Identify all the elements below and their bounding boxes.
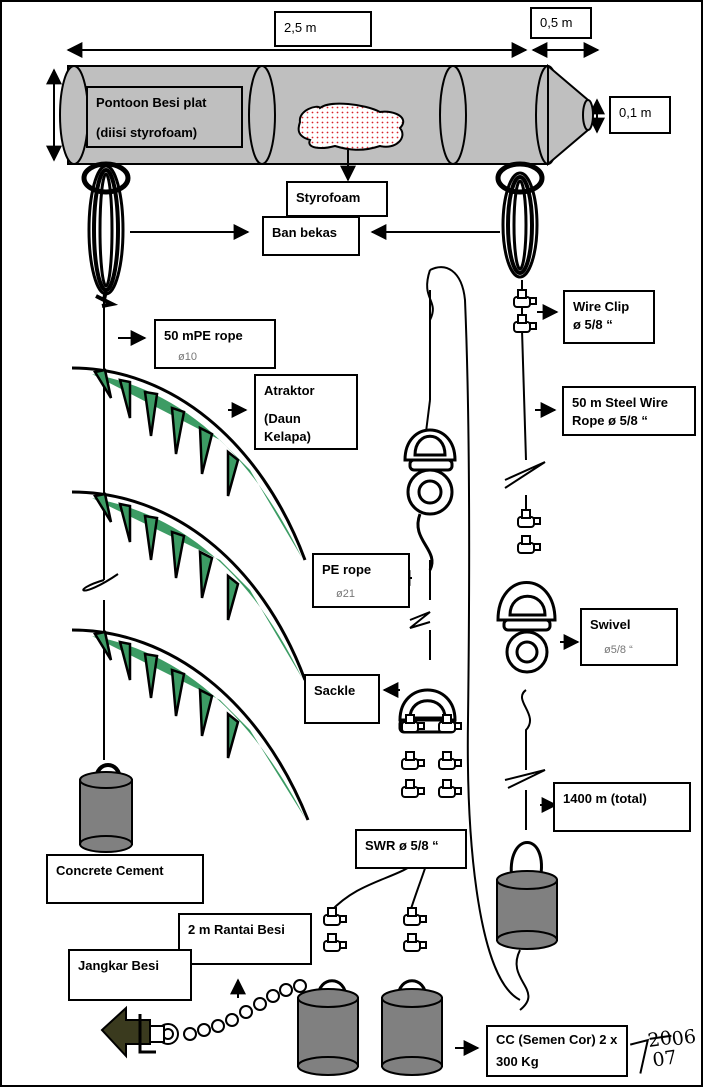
right-steel-wire <box>504 280 580 830</box>
concrete-cement-text: Concrete Cement <box>56 863 164 878</box>
wire-clips-bottom <box>323 907 427 952</box>
atraktor-label: Atraktor (Daun Kelapa) <box>254 374 358 450</box>
sackle-text: Sackle <box>314 683 356 698</box>
wire-clip-line1: Wire Clip <box>573 299 630 314</box>
sackle-label: Sackle <box>304 674 380 724</box>
concrete-weight-left <box>79 763 133 853</box>
signature-month: 07 <box>651 1046 679 1072</box>
pontoon-label-line1: Pontoon Besi plat <box>96 95 207 110</box>
total-length-label: 1400 m (total) <box>553 782 691 832</box>
swivel-label: Swivel ø5/8 “ <box>580 608 678 666</box>
pe-rope-label: PE rope ø21 <box>312 553 410 608</box>
concrete-block-1 <box>297 979 359 1076</box>
ban-bekas-label: Ban bekas <box>262 216 360 256</box>
dimension-length-label: 2,5 m <box>274 11 372 47</box>
wire-clip-line2: ø 5/8 “ <box>573 317 613 332</box>
swivel-text: Swivel <box>590 617 631 632</box>
signature-year: 06 <box>670 1025 698 1051</box>
ban-bekas-text: Ban bekas <box>272 225 338 240</box>
cc-line1: CC (Semen Cor) 2 x <box>496 1032 618 1047</box>
rantai-besi-text: 2 m Rantai Besi <box>188 922 285 937</box>
dimension-cone-length-text: 0,5 m <box>540 15 573 30</box>
dimension-cone-height-label: 0,1 m <box>609 96 671 134</box>
tire-left <box>81 161 131 308</box>
dimension-cone-length-label: 0,5 m <box>530 7 592 39</box>
swr-text: SWR ø 5/8 “ <box>365 838 439 853</box>
swivel-right <box>496 581 557 674</box>
pe-rope-text: PE rope <box>322 562 372 577</box>
total-length-text: 1400 m (total) <box>563 791 647 806</box>
pe-rope-50-sub: ø10 <box>178 352 197 361</box>
steel-wire-line2: Rope ø 5/8 “ <box>572 413 648 428</box>
pontoon-label-line2: (diisi styrofoam) <box>96 125 198 140</box>
pe-rope-sub: ø21 <box>336 589 355 598</box>
wire-clip-label: Wire Clip ø 5/8 “ <box>563 290 655 344</box>
signature-stroke <box>629 1038 650 1074</box>
leaf-3 <box>71 628 310 821</box>
styrofoam-label: Styrofoam <box>286 181 388 217</box>
tire-right <box>495 161 545 279</box>
concrete-block-2 <box>381 979 443 1076</box>
rantai-besi-label: 2 m Rantai Besi <box>178 913 312 965</box>
jangkar-besi-text: Jangkar Besi <box>78 958 159 973</box>
iron-anchor <box>100 1005 165 1059</box>
cc-line2: 300 Kg <box>496 1054 539 1069</box>
attractor-leaves <box>71 366 310 821</box>
shackle-middle-top <box>403 428 457 571</box>
wire-clips-right-top <box>513 289 541 554</box>
steel-wire-line1: 50 m Steel Wire <box>572 395 668 410</box>
date-signature: 20 07 06 <box>625 1023 703 1086</box>
jangkar-besi-label: Jangkar Besi <box>68 949 192 1001</box>
swr-label: SWR ø 5/8 “ <box>355 829 467 869</box>
pe-rope-50-label: 50 mPE rope ø10 <box>154 319 276 369</box>
iron-chain <box>157 979 307 1045</box>
leaf-2 <box>71 490 307 681</box>
steel-wire-label: 50 m Steel Wire Rope ø 5/8 “ <box>562 386 696 436</box>
swivel-sub: ø5/8 “ <box>604 645 633 654</box>
left-pe-rope <box>82 300 147 760</box>
dimension-arrows <box>46 42 605 162</box>
cc-semen-cor-label: CC (Semen Cor) 2 x 300 Kg <box>486 1025 628 1077</box>
styrofoam-text: Styrofoam <box>296 190 361 205</box>
concrete-cement-label: Concrete Cement <box>46 854 204 904</box>
dimension-cone-height-text: 0,1 m <box>619 105 652 120</box>
atraktor-line1: Atraktor <box>264 383 315 398</box>
concrete-weight-right <box>496 841 558 1011</box>
pe-rope-50-text: 50 mPE rope <box>164 328 243 343</box>
atraktor-line2: (Daun Kelapa) <box>264 411 311 444</box>
pontoon-label: Pontoon Besi plat (diisi styrofoam) <box>86 86 243 148</box>
leaf-1 <box>71 366 307 561</box>
dimension-length-text: 2,5 m <box>284 20 317 35</box>
